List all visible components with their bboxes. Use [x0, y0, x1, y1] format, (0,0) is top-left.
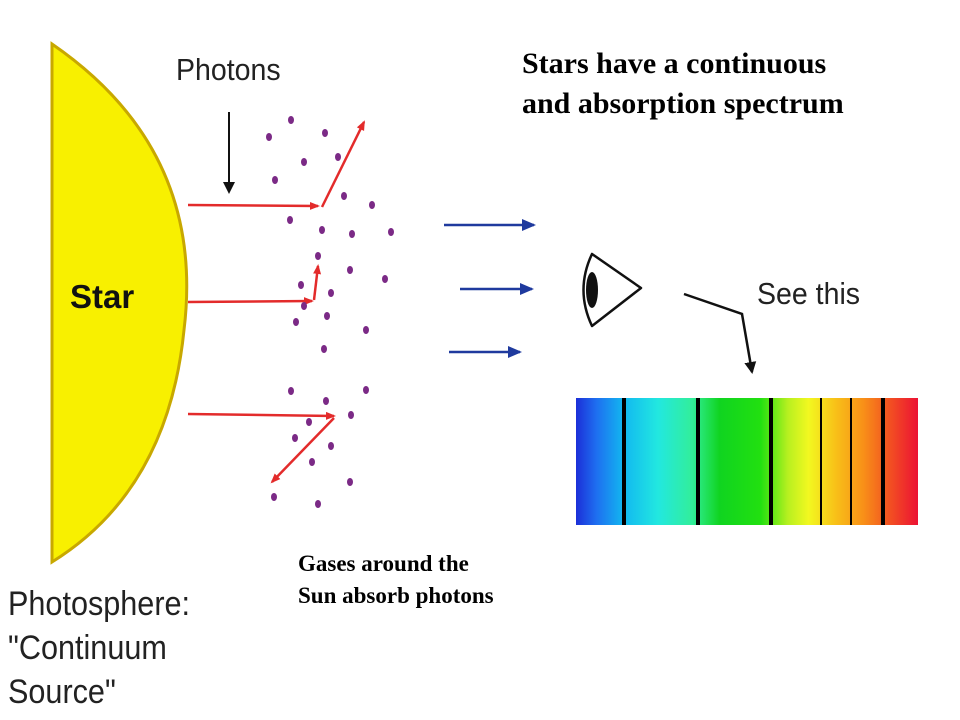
- star-label: Star: [70, 278, 135, 315]
- gases-caption-line-1: Gases around the: [298, 551, 469, 576]
- see-this-pointer-arrow: [683, 292, 757, 374]
- absorption-line-1: [622, 398, 626, 525]
- photosphere-label: Photosphere: "Continuum Source": [8, 582, 190, 714]
- page-title: Stars have a continuous and absorption s…: [522, 44, 844, 124]
- absorption-spectrum: [576, 398, 918, 525]
- photon-ray-middle: [187, 264, 322, 306]
- absorption-line-3: [769, 398, 773, 525]
- gases-caption-line-2: Sun absorb photons: [298, 583, 494, 608]
- title-line-1: Stars have a continuous: [522, 47, 827, 80]
- gas-particles: [266, 116, 394, 508]
- eye-icon: [582, 252, 643, 328]
- photon-ray-top: [187, 120, 366, 210]
- photosphere-line-3: Source": [8, 673, 116, 711]
- photosphere-line-1: Photosphere:: [8, 585, 191, 623]
- star-disk: [50, 41, 189, 565]
- photons-label: Photons: [176, 52, 281, 87]
- absorption-line-5: [850, 398, 852, 525]
- photosphere-line-2: "Continuum: [8, 629, 167, 667]
- absorption-line-6: [881, 398, 885, 525]
- photon-ray-bottom: [187, 411, 336, 484]
- title-line-2: and absorption spectrum: [522, 87, 844, 120]
- see-this-label: See this: [757, 276, 861, 311]
- absorption-line-4: [820, 398, 822, 525]
- absorption-line-2: [696, 398, 700, 525]
- gases-caption: Gases around the Sun absorb photons: [298, 548, 494, 612]
